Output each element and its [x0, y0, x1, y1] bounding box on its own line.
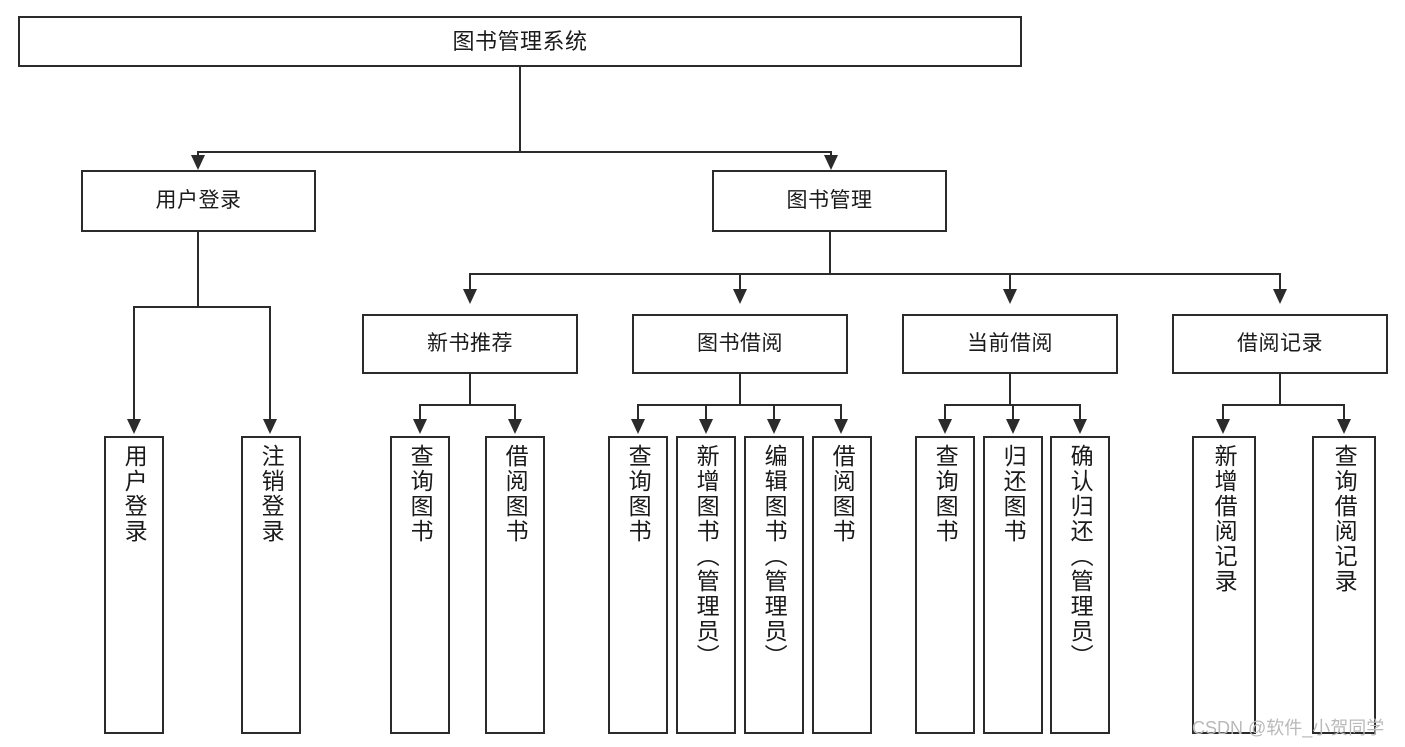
connector-level2-bar	[197, 151, 832, 153]
connector-bb-drop-1	[637, 404, 639, 421]
node-label: 借阅图书	[502, 444, 529, 544]
connector-level3-drop-1	[469, 273, 471, 291]
arrow-to-leaf-query-book-2	[631, 419, 645, 434]
arrow-to-leaf-borrow-book-2	[834, 419, 848, 434]
arrow-to-leaf-add-record	[1216, 419, 1230, 434]
node-label: 借阅图书	[829, 444, 856, 544]
arrow-to-leaf-query-book-3	[938, 419, 952, 434]
connector-borrow-record-stem	[1279, 374, 1281, 405]
node-leaf-borrow-book-1[interactable]: 借阅图书	[485, 436, 545, 734]
connector-user-login-bar	[133, 306, 270, 308]
connector-book-manage-stem	[829, 232, 831, 274]
connector-new-book-rec-stem	[469, 374, 471, 405]
csdn-watermark: CSDN @软件_小贺同学	[1192, 718, 1385, 738]
arrow-to-leaf-edit-book	[767, 419, 781, 434]
connector-root-stem	[519, 67, 521, 152]
connector-br-drop-2	[1343, 404, 1345, 421]
node-user-login[interactable]: 用户登录	[81, 170, 316, 232]
connector-level3-drop-2	[739, 273, 741, 291]
node-book-borrow[interactable]: 图书借阅	[632, 314, 848, 374]
arrow-to-leaf-logout	[263, 419, 277, 434]
connector-nbr-drop-1	[419, 404, 421, 421]
connector-level3-bar	[469, 273, 1281, 275]
connector-bb-drop-3	[773, 404, 775, 421]
connector-cb-drop-3	[1079, 404, 1081, 421]
node-label: 注销登录	[258, 444, 285, 544]
connector-user-login-drop-1	[133, 306, 135, 421]
arrow-to-leaf-confirm-return	[1073, 419, 1087, 434]
connector-user-login-drop-2	[269, 306, 271, 421]
node-label: 编辑图书（管理员）	[761, 444, 788, 669]
arrow-to-leaf-query-record	[1337, 419, 1351, 434]
connector-cb-drop-2	[1012, 404, 1014, 421]
arrow-to-user-login	[191, 155, 205, 170]
node-label: 新书推荐	[427, 331, 513, 355]
connector-cb-drop-1	[944, 404, 946, 421]
node-current-borrow[interactable]: 当前借阅	[902, 314, 1118, 374]
arrow-to-leaf-user-login	[127, 419, 141, 434]
node-label: 新增借阅记录	[1211, 444, 1238, 594]
connector-br-drop-1	[1222, 404, 1224, 421]
node-leaf-logout[interactable]: 注销登录	[241, 436, 301, 734]
arrow-to-borrow-record	[1273, 289, 1287, 304]
node-new-book-rec[interactable]: 新书推荐	[362, 314, 578, 374]
node-label: 用户登录	[155, 188, 242, 212]
node-label: 当前借阅	[967, 331, 1053, 355]
node-label: 查询图书	[625, 444, 652, 544]
connector-bb-drop-4	[840, 404, 842, 421]
node-leaf-query-record[interactable]: 查询借阅记录	[1312, 436, 1376, 734]
connector-book-borrow-bar	[637, 404, 841, 406]
node-leaf-add-record[interactable]: 新增借阅记录	[1192, 436, 1256, 734]
connector-user-login-stem	[197, 232, 199, 308]
connector-current-borrow-stem	[1009, 374, 1011, 405]
node-label: 图书借阅	[697, 331, 783, 355]
connector-nbr-drop-2	[514, 404, 516, 421]
node-leaf-user-login[interactable]: 用户登录	[104, 436, 164, 734]
connector-level3-drop-4	[1279, 273, 1281, 291]
arrow-to-leaf-borrow-book-1	[508, 419, 522, 434]
node-label: 查询图书	[932, 444, 959, 544]
connector-book-borrow-stem	[739, 374, 741, 405]
node-leaf-query-book-3[interactable]: 查询图书	[915, 436, 975, 734]
node-leaf-borrow-book-2[interactable]: 借阅图书	[812, 436, 872, 734]
node-label: 查询图书	[407, 444, 434, 544]
node-label: 确认归还（管理员）	[1067, 444, 1094, 669]
node-leaf-confirm-return-admin[interactable]: 确认归还（管理员）	[1050, 436, 1110, 734]
node-label: 新增图书（管理员）	[693, 444, 720, 669]
node-label: 图书管理	[786, 188, 873, 212]
node-leaf-edit-book-admin[interactable]: 编辑图书（管理员）	[744, 436, 804, 734]
node-leaf-query-book-2[interactable]: 查询图书	[608, 436, 668, 734]
node-leaf-query-book-1[interactable]: 查询图书	[390, 436, 450, 734]
arrow-to-new-book-rec	[463, 289, 477, 304]
arrow-to-book-manage	[824, 155, 838, 170]
arrow-to-leaf-add-book	[699, 419, 713, 434]
node-leaf-return-book[interactable]: 归还图书	[983, 436, 1043, 734]
node-leaf-add-book-admin[interactable]: 新增图书（管理员）	[676, 436, 736, 734]
arrow-to-book-borrow	[733, 289, 747, 304]
node-label: 查询借阅记录	[1331, 444, 1358, 594]
connector-new-book-rec-bar	[419, 404, 516, 406]
node-root-system[interactable]: 图书管理系统	[18, 16, 1022, 67]
connector-bb-drop-2	[705, 404, 707, 421]
node-label: 图书管理系统	[452, 28, 588, 54]
arrow-to-current-borrow	[1003, 289, 1017, 304]
node-book-manage[interactable]: 图书管理	[712, 170, 947, 232]
connector-borrow-record-bar	[1222, 404, 1344, 406]
node-label: 归还图书	[1000, 444, 1027, 544]
connector-level3-drop-3	[1009, 273, 1011, 291]
node-label: 借阅记录	[1237, 331, 1323, 355]
node-label: 用户登录	[121, 444, 148, 544]
node-borrow-record[interactable]: 借阅记录	[1172, 314, 1388, 374]
arrow-to-leaf-return-book	[1006, 419, 1020, 434]
arrow-to-leaf-query-book-1	[413, 419, 427, 434]
